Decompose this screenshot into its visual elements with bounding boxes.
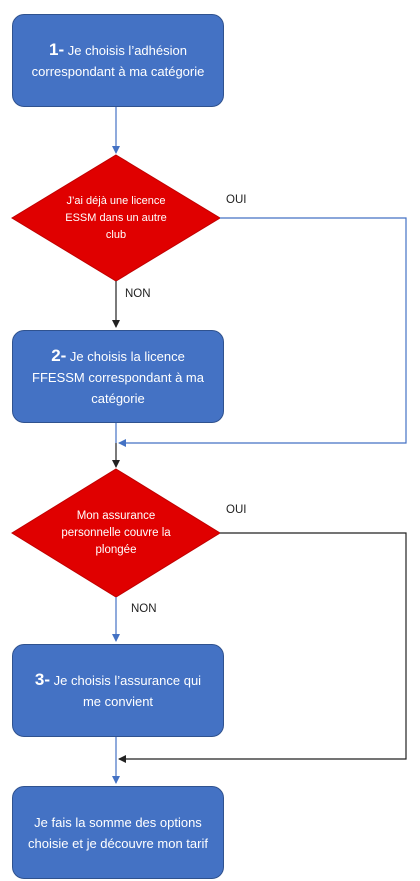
- step-1-text: 1- Je choisis l’adhésion correspondant à…: [27, 39, 209, 82]
- decision-1-yes-label: OUI: [226, 194, 247, 206]
- decision-1-text: J’ai déjà une licence ESSM dans un autre…: [65, 194, 167, 241]
- decision-2-text: Mon assurance personnelle couvre la plon…: [61, 509, 171, 556]
- step-3-number: 3-: [34, 670, 51, 689]
- step-1-number: 1-: [49, 40, 65, 59]
- step-3-label: Je choisis l’assurance qui me convient: [50, 673, 202, 709]
- arrow-decision1-yes-bypass: [118, 217, 407, 447]
- step-2-text: 2- Je choisis la licence FFESSM correspo…: [27, 345, 209, 409]
- decision-2-yes-label: OUI: [226, 504, 247, 516]
- arrow-decision2-yes-bypass: [118, 532, 407, 763]
- step-2-label: Je choisis la licence FFESSM corresponda…: [32, 348, 204, 406]
- step-2-box: 2- Je choisis la licence FFESSM correspo…: [12, 330, 224, 423]
- final-step-text: Je fais la somme des options choisie et …: [28, 814, 208, 851]
- decision-1-no-label: NON: [125, 288, 151, 300]
- step-2-number: 2-: [51, 345, 67, 365]
- final-step-box: Je fais la somme des options choisie et …: [12, 786, 224, 879]
- step-1-box: 1- Je choisis l’adhésion correspondant à…: [12, 14, 224, 107]
- step-3-box: 3- Je choisis l’assurance qui me convien…: [12, 644, 224, 737]
- decision-2-no-label: NON: [131, 603, 157, 615]
- step-3-text: 3- Je choisis l’assurance qui me convien…: [27, 669, 209, 712]
- step-1-label: Je choisis l’adhésion correspondant à ma…: [31, 43, 205, 79]
